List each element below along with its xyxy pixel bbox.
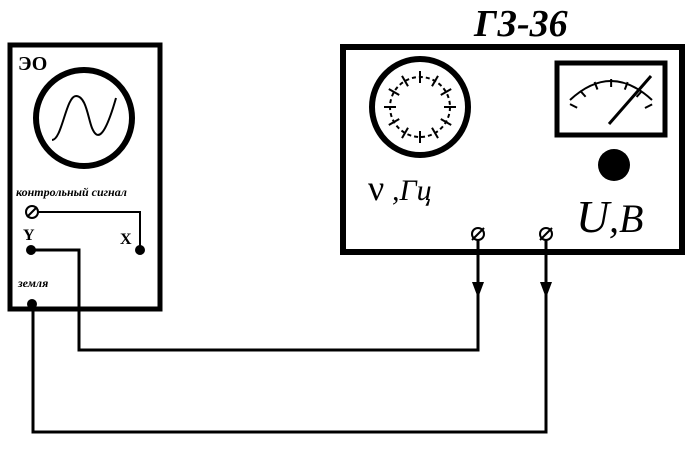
x-input-terminal[interactable] (135, 245, 145, 255)
control-signal-terminal[interactable] (25, 205, 39, 219)
generator-output-terminal-1[interactable] (471, 227, 485, 241)
oscilloscope-body (7, 42, 163, 312)
oscilloscope-label: ЭО (18, 53, 47, 75)
meter-tick (644, 103, 653, 109)
arrow-down-icon (472, 282, 484, 298)
x-input-label: X (120, 231, 132, 248)
voltmeter-gauge (554, 60, 668, 138)
generator: ГЗ-36 ν ,Гц U ,В (340, 3, 685, 255)
dial-tick (431, 127, 439, 139)
voltage-knob[interactable] (598, 149, 630, 181)
ground-wire (31, 240, 548, 434)
meter-tick (569, 103, 578, 109)
meter-tick (635, 90, 643, 98)
oscilloscope-screen (33, 67, 135, 169)
dial-tick (431, 75, 439, 87)
frequency-unit: ,Гц (392, 174, 432, 207)
voltage-symbol: U (576, 191, 612, 242)
dial-tick (440, 88, 452, 96)
frequency-symbol: ν (368, 168, 384, 208)
dial-tick (388, 88, 400, 96)
meter-tick (593, 81, 599, 90)
voltage-unit: ,В (609, 196, 643, 241)
control-signal-wire (38, 211, 141, 250)
oscilloscope: ЭО контрольный сигнал Y X земля (7, 42, 163, 312)
wire-arrows (472, 282, 552, 298)
frequency-dial[interactable] (369, 56, 471, 158)
ground-label: земля (17, 276, 48, 290)
meter-tick (623, 81, 629, 90)
y-input-label: Y (23, 227, 35, 244)
dial-tick (401, 75, 409, 87)
generator-output-terminal-2[interactable] (539, 227, 553, 241)
voltmeter-needle (607, 75, 653, 125)
control-signal-label: контрольный сигнал (16, 185, 127, 199)
dial-tick (401, 127, 409, 139)
meter-tick (579, 90, 587, 98)
generator-body (340, 44, 685, 255)
signal-wire (31, 240, 480, 352)
connection-wires (31, 240, 548, 434)
dial-tick (440, 118, 452, 126)
dial-tick (388, 118, 400, 126)
generator-model-label: ГЗ-36 (473, 3, 568, 45)
arrow-down-icon (540, 282, 552, 298)
sine-wave-icon (51, 94, 117, 141)
